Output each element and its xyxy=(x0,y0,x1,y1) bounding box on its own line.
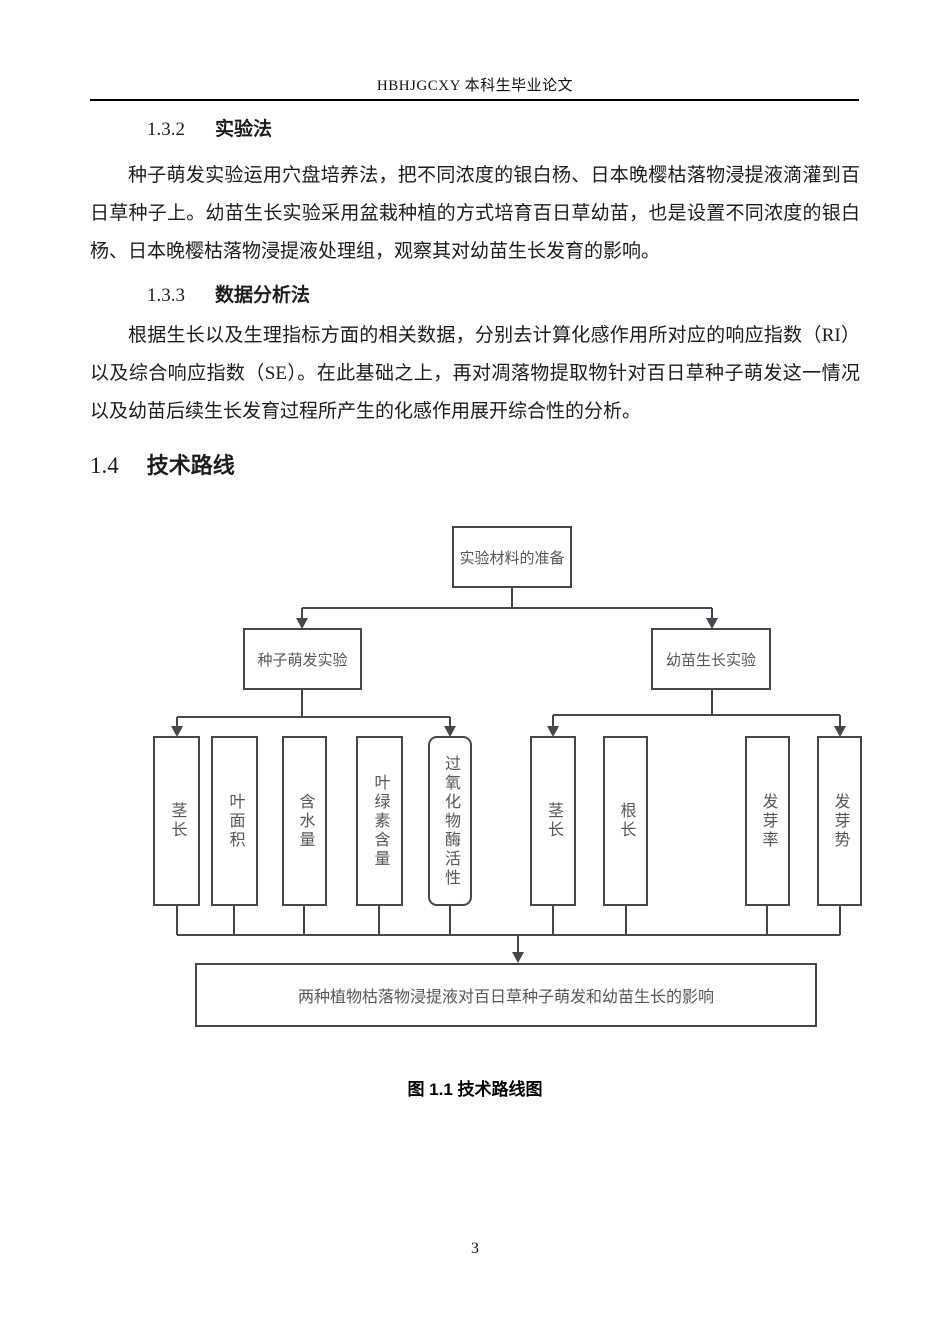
flowchart-branch-seedling-growth: 幼苗生长实验 xyxy=(651,628,771,690)
flowchart-branch-label: 幼苗生长实验 xyxy=(665,651,756,669)
paragraph-experiment-method: 种子萌发实验运用穴盘培养法，把不同浓度的银白杨、日本晚樱枯落物浸提液滴灌到百日草… xyxy=(90,165,860,262)
leaf-leaf-area: 叶面积 xyxy=(211,736,258,906)
flowchart-root-box: 实验材料的准备 xyxy=(452,526,572,588)
leaf-label: 发芽势 xyxy=(831,792,849,850)
section-heading-1-3-3: 1.3.3 数据分析法 xyxy=(147,280,310,307)
leaf-germination-rate: 发芽率 xyxy=(745,736,790,906)
flowchart-root-label: 实验材料的准备 xyxy=(459,549,565,567)
leaf-root-length: 根长 xyxy=(603,736,648,906)
leaf-water-content: 含水量 xyxy=(282,736,327,906)
leaf-label: 叶绿素含量 xyxy=(371,773,389,869)
leaf-label: 茎长 xyxy=(168,802,186,840)
section-number: 1.3.2 xyxy=(147,119,185,140)
leaf-label: 根长 xyxy=(617,802,635,840)
leaf-label: 含水量 xyxy=(296,792,314,850)
section-number: 1.3.3 xyxy=(147,285,185,306)
leaf-chlorophyll-content: 叶绿素含量 xyxy=(356,736,403,906)
section-number: 1.4 xyxy=(90,453,119,478)
section-heading-1-3-2: 1.3.2 实验法 xyxy=(147,114,272,141)
leaf-peroxidase-activity: 过氧化物酶活性 xyxy=(428,736,472,906)
flowchart-branch-seed-germination: 种子萌发实验 xyxy=(243,628,362,690)
leaf-label: 过氧化物酶活性 xyxy=(442,754,459,888)
leaf-stem-length: 茎长 xyxy=(153,736,200,906)
section-title: 技术路线 xyxy=(146,453,235,478)
leaf-stem-length-right: 茎长 xyxy=(530,736,576,906)
section-title: 数据分析法 xyxy=(215,285,311,306)
flowchart-branch-label: 种子萌发实验 xyxy=(257,651,348,669)
header-divider xyxy=(90,99,859,101)
page-number: 3 xyxy=(471,1240,479,1257)
arrowhead-down-icon xyxy=(512,952,524,963)
paragraph-data-analysis: 根据生长以及生理指标方面的相关数据，分别去计算化感作用所对应的响应指数（RI）以… xyxy=(90,325,860,422)
section-title: 实验法 xyxy=(215,119,273,140)
figure-caption: 图 1.1 技术路线图 xyxy=(407,1080,543,1099)
flowchart-result-label: 两种植物枯落物浸提液对百日草种子萌发和幼苗生长的影响 xyxy=(297,989,714,1006)
page-header-title: HBHJGCXY 本科生毕业论文 xyxy=(376,78,574,94)
leaf-germination-potential: 发芽势 xyxy=(817,736,862,906)
leaf-label: 叶面积 xyxy=(226,792,244,850)
leaf-label: 茎长 xyxy=(545,802,562,840)
flowchart-result-box: 两种植物枯落物浸提液对百日草种子萌发和幼苗生长的影响 xyxy=(195,963,817,1027)
leaf-label: 发芽率 xyxy=(759,792,777,850)
section-heading-1-4: 1.4 技术路线 xyxy=(90,448,235,480)
